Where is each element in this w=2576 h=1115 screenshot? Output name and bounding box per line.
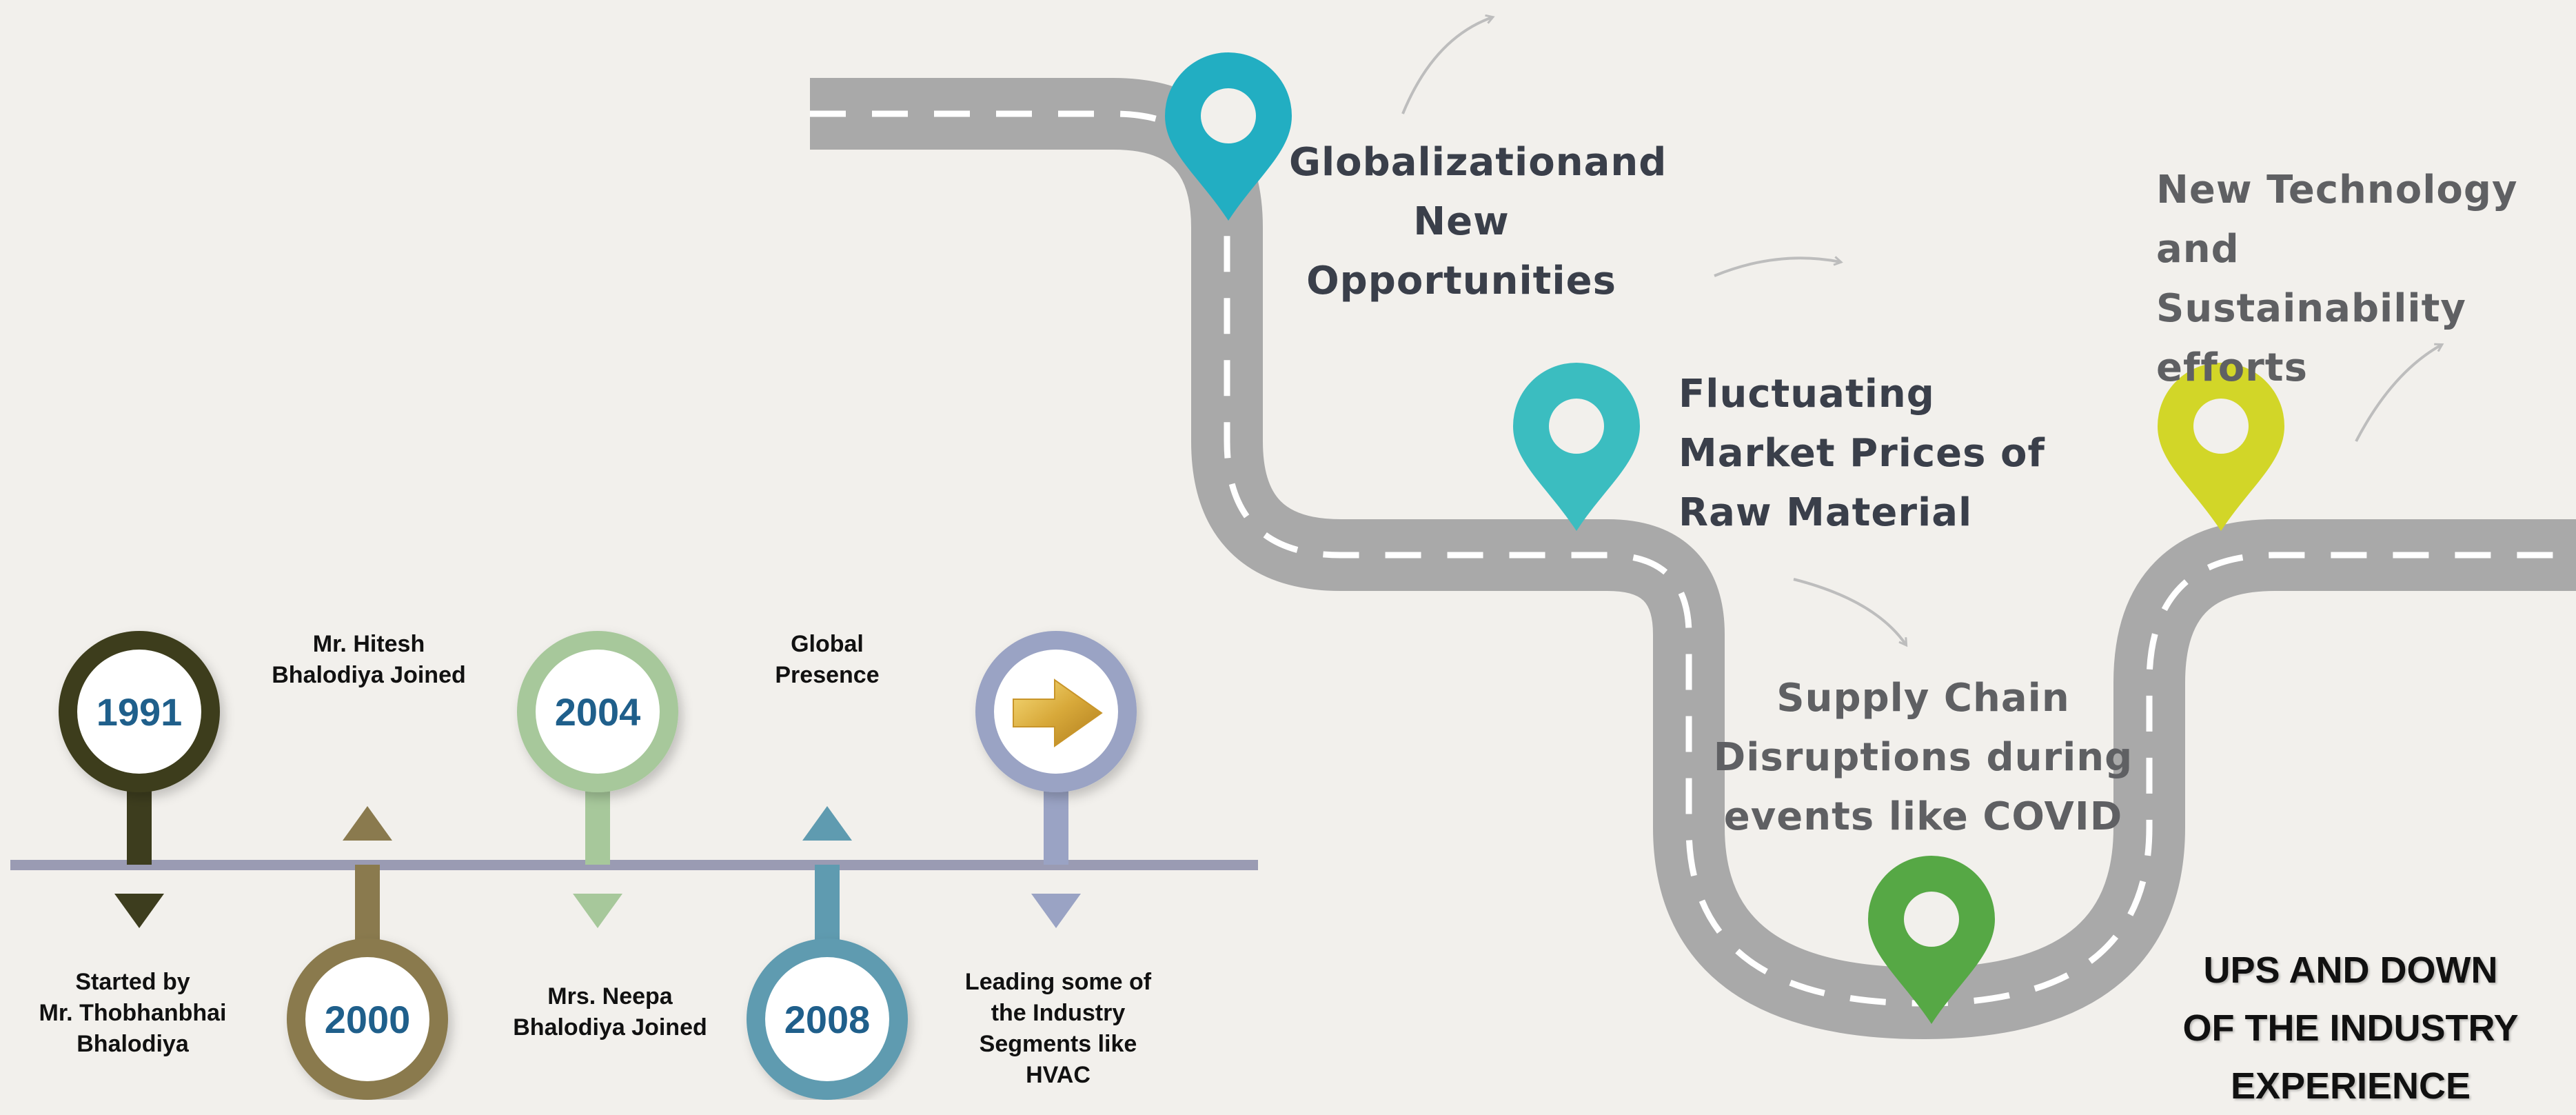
- event-caption-2004: Mrs. Neepa Bhalodiya Joined: [493, 981, 727, 1043]
- triangle-down-icon: [114, 894, 164, 928]
- milestone-line: Fluctuating: [1679, 372, 1935, 416]
- timeline-event: 2004: [517, 631, 678, 928]
- decorative-arrows: [1401, 17, 2442, 645]
- pin-hole: [1549, 399, 1604, 454]
- triangle-down-icon: [1031, 894, 1081, 928]
- pin-hole: [1904, 892, 1959, 947]
- caption-line: the Industry: [991, 1000, 1126, 1026]
- caption-line: Mr. Thobhanbhai: [39, 1000, 227, 1026]
- caption-line: Global: [791, 631, 864, 657]
- event-year: 2000: [325, 998, 411, 1041]
- road: [810, 78, 2576, 1040]
- milestone-label-supply-chain: Supply Chain Disruptions during events l…: [1710, 669, 2137, 847]
- triangle-up-icon: [343, 806, 392, 841]
- milestone-line: events like COVID: [1723, 794, 2123, 839]
- milestone-line: Disruptions during: [1713, 735, 2133, 780]
- triangle-down-icon: [573, 894, 622, 928]
- event-disc: [536, 650, 660, 774]
- title-line: UPS AND DOWN: [2203, 950, 2498, 991]
- caption-line: Bhalodiya Joined: [513, 1014, 707, 1041]
- timeline-event: 2008: [747, 806, 908, 1100]
- milestone-line: Market Prices of: [1679, 431, 2045, 476]
- map-pin-icon: [1513, 363, 1640, 531]
- caption-line: Segments like: [979, 1031, 1137, 1057]
- caption-line: Bhalodiya: [77, 1031, 189, 1057]
- curved-arrow-icon: [1714, 258, 1840, 277]
- event-year: 2004: [555, 690, 641, 734]
- milestone-line: efforts: [2156, 345, 2308, 390]
- event-caption-leading: Leading some of the Industry Segments li…: [941, 967, 1175, 1091]
- caption-line: Leading some of: [964, 969, 1152, 995]
- timeline-event: [975, 631, 1137, 928]
- timeline-event: 1991: [59, 631, 220, 928]
- map-pin-icon: [2158, 363, 2284, 531]
- event-year: 1991: [97, 690, 183, 734]
- milestone-line: Supply Chain: [1776, 676, 2070, 721]
- curved-arrow-icon: [2355, 345, 2442, 442]
- road-dashes: [810, 110, 2576, 1007]
- milestone-label-globalization: Globalizationand New Opportunities: [1289, 133, 1667, 311]
- map-pin-icon: [1868, 856, 1995, 1024]
- event-disc: [765, 957, 889, 1081]
- pin-hole: [1201, 88, 1256, 143]
- milestone-line: New: [1413, 199, 1510, 244]
- page-title: UPS AND DOWN OF THE INDUSTRY EXPERIENCE: [2151, 941, 2550, 1115]
- event-disc: [77, 650, 201, 774]
- pin-hole: [2193, 399, 2249, 454]
- milestone-label-new-technology: New Technology and Sustainability effort…: [2156, 161, 2556, 398]
- curved-arrow-icon: [1401, 17, 1492, 114]
- title-line: OF THE INDUSTRY: [2182, 1007, 2519, 1049]
- caption-line: Presence: [775, 662, 880, 688]
- event-caption-2000: Mr. Hitesh Bhalodiya Joined: [252, 629, 486, 691]
- triangle-up-icon: [802, 806, 852, 841]
- timeline-line: [10, 860, 1258, 870]
- caption-line: Mrs. Neepa: [547, 983, 673, 1009]
- arrow-right-icon: [1013, 679, 1103, 747]
- milestone-line: New Technology: [2156, 168, 2518, 212]
- timeline: 1991 2000 2004 2008: [10, 631, 1258, 1100]
- timeline-event: 2000: [287, 806, 448, 1100]
- milestone-line: and Sustainability: [2156, 227, 2466, 331]
- event-caption-1991: Started by Mr. Thobhanbhai Bhalodiya: [14, 967, 252, 1060]
- event-caption-2008: Global Presence: [717, 629, 937, 691]
- caption-line: Started by: [75, 969, 190, 995]
- caption-line: Bhalodiya Joined: [272, 662, 466, 688]
- road-pins: [1165, 52, 2284, 1024]
- map-pin-icon: [1165, 52, 1292, 221]
- event-year: 2008: [784, 998, 871, 1041]
- milestone-line: Opportunities: [1306, 259, 1616, 303]
- milestone-line: Globalizationand: [1289, 140, 1667, 185]
- caption-line: Mr. Hitesh: [312, 631, 425, 657]
- event-disc: [305, 957, 429, 1081]
- caption-line: HVAC: [1026, 1062, 1091, 1088]
- milestone-label-fluctuating: Fluctuating Market Prices of Raw Materia…: [1679, 365, 2065, 543]
- curved-arrow-icon: [1793, 578, 1906, 645]
- milestone-line: Raw Material: [1679, 490, 1973, 535]
- title-line: EXPERIENCE: [2230, 1065, 2471, 1107]
